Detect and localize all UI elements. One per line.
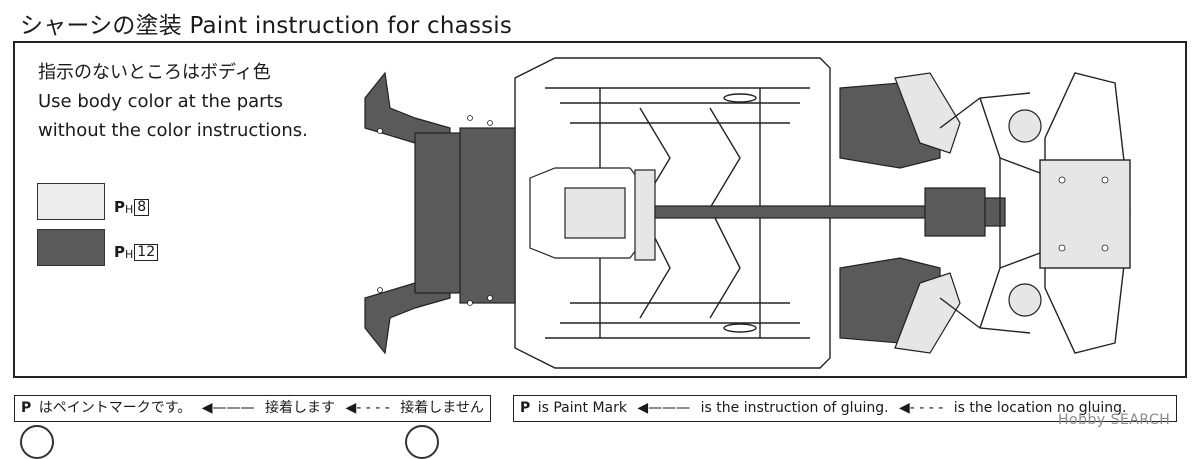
- paint-mark-icon: P: [114, 198, 125, 216]
- color-code-dark: P H 12: [114, 243, 159, 261]
- color-swatch-dark: [37, 229, 105, 266]
- color-code-light: P H 8: [114, 198, 150, 216]
- legend-no-glue-text: is the location no gluing.: [953, 400, 1127, 416]
- legend-glue-text: is the instruction of gluing.: [700, 400, 889, 416]
- legend-glue-text: 接着します: [265, 400, 336, 416]
- legend-paint-text: はペイントマークです。: [38, 400, 192, 416]
- step-circle-icon: [405, 425, 439, 459]
- dashed-arrow-icon: ◀- - - -: [899, 400, 944, 416]
- solid-arrow-icon: ◀———: [637, 400, 691, 416]
- paint-type-sub: H: [125, 248, 134, 261]
- note-english-line1: Use body color at the parts: [38, 91, 283, 112]
- paint-type-sub: H: [125, 203, 134, 216]
- watermark-logo: Hobby SEARCH: [1058, 412, 1171, 428]
- legend-japanese: P はペイントマークです。 ◀——— 接着します ◀- - - - 接着しません: [14, 395, 491, 422]
- legend-english: P is Paint Mark ◀——— is the instruction …: [513, 395, 1177, 422]
- paint-mark-icon: P: [114, 243, 125, 261]
- paint-mark-icon: P: [21, 400, 32, 416]
- legend-no-glue-text: 接着しません: [400, 400, 484, 416]
- paint-number: 8: [134, 199, 150, 216]
- legend-paint-text: is Paint Mark: [537, 400, 627, 416]
- chassis-drawing: [364, 57, 1131, 369]
- step-circle-icon: [20, 425, 54, 459]
- page-title: シャーシの塗装 Paint instruction for chassis: [20, 13, 513, 39]
- body-color-note: 指示のないところはボディ色 Use body color at the part…: [38, 58, 308, 145]
- note-english-line2: without the color instructions.: [38, 120, 308, 141]
- color-swatch-light: [37, 183, 105, 220]
- solid-arrow-icon: ◀———: [201, 400, 255, 416]
- note-japanese: 指示のないところはボディ色: [38, 62, 271, 83]
- instruction-panel: [13, 41, 1187, 378]
- dashed-arrow-icon: ◀- - - -: [345, 400, 390, 416]
- paint-number: 12: [134, 244, 159, 261]
- paint-mark-icon: P: [520, 400, 531, 416]
